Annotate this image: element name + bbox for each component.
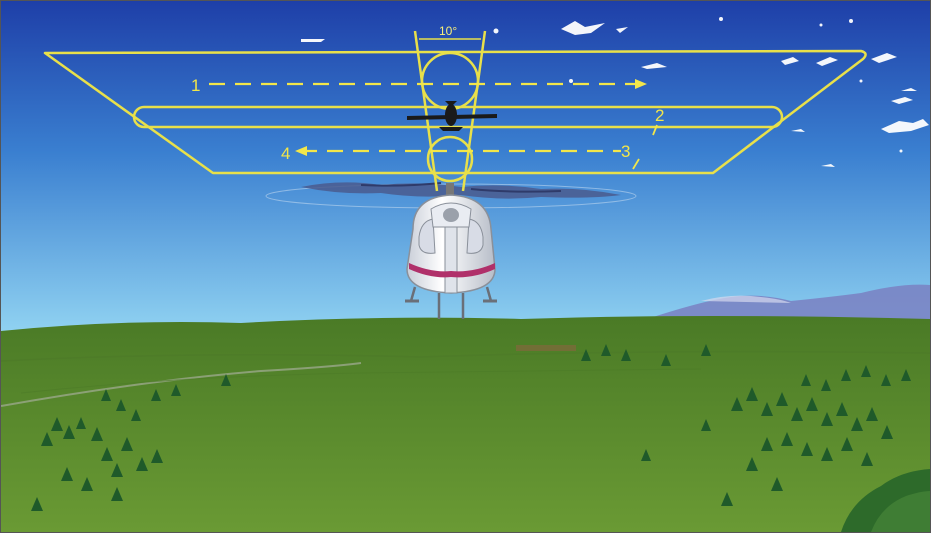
vertical-sector xyxy=(413,30,487,192)
scan-path-1 xyxy=(209,79,647,89)
scan-path-4 xyxy=(295,146,621,156)
path-label-3: 3 xyxy=(621,142,630,161)
sector-angle-label: 10° xyxy=(439,24,457,38)
trees-left xyxy=(31,374,231,511)
clouds xyxy=(301,17,929,167)
scan-region-outer xyxy=(43,49,867,175)
path-label-4: 4 xyxy=(281,144,290,163)
path-label-2: 2 xyxy=(655,106,664,125)
trees-right xyxy=(581,344,911,506)
scan-path-2-tick xyxy=(652,124,658,136)
scan-path-3-tick xyxy=(632,158,640,170)
ground xyxy=(1,316,930,532)
helicopter-icon xyxy=(405,183,497,319)
airplane-icon xyxy=(407,101,497,131)
path-label-1: 1 xyxy=(191,76,200,95)
